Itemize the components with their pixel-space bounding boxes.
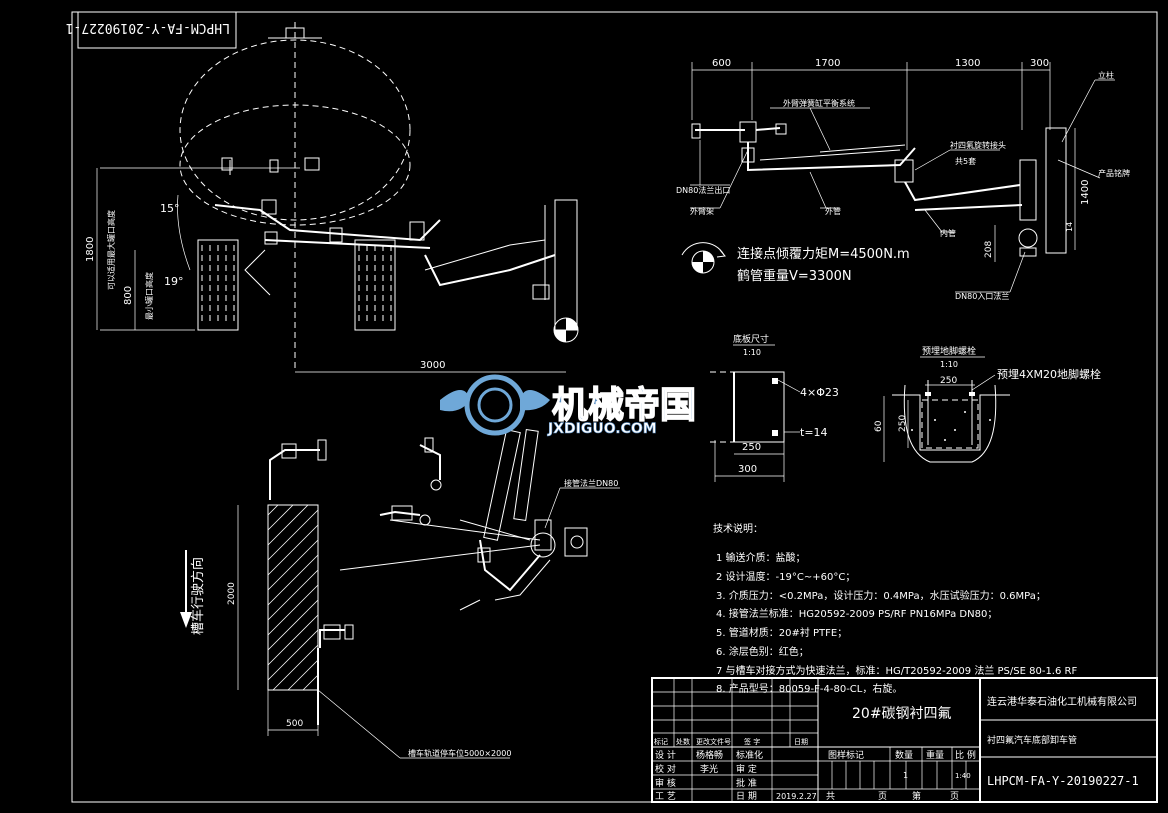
base-plate-view: 底板尺寸 1:10 4×Φ23 t=14 250 300 [710, 333, 839, 482]
anchor-bolt-view: 预埋地脚螺栓 1:10 250 预埋4XM20地脚螺栓 250 60 [874, 345, 1101, 463]
sheet-border [71, 11, 1158, 803]
product-name: 衬四氟汽车底部卸车管 [987, 734, 1077, 746]
base-dim-250: 250 [742, 442, 761, 453]
dim-1300: 1300 [955, 58, 980, 69]
base-dim-300: 300 [738, 464, 757, 475]
callout-nameplate: 产品铭牌 [1098, 168, 1130, 178]
anchor-dim-250b: 250 [898, 415, 908, 432]
row-review-label: 审 核 [655, 777, 676, 789]
anchor-title: 预埋地脚螺栓 [922, 345, 976, 357]
total-label: 共 [826, 791, 835, 802]
angle-15: 15° [160, 202, 180, 215]
support-stack-right [354, 239, 396, 331]
scale-value: 1:40 [955, 772, 971, 780]
sheet-label: 页 [878, 791, 887, 802]
dim-1700: 1700 [815, 58, 840, 69]
parking-plan-view: 2000 500 槽车行驶方向 [180, 429, 620, 759]
tech-title: 技术说明： [713, 522, 763, 535]
dim-2000: 2000 [227, 582, 237, 605]
weight-text: 鹤管重量V=3300N [737, 268, 852, 284]
angle-19: 19° [164, 275, 184, 288]
row-process-right: 日 期 [736, 791, 757, 802]
base-plate-scale: 1:10 [743, 348, 761, 357]
company-name: 连云港华泰石油化工机械有限公司 [987, 695, 1137, 708]
tech-item-2: 2 设计温度：-19°C~+60°C； [716, 570, 855, 583]
dim-600: 600 [712, 58, 731, 69]
rev-h3: 更改文件号 [696, 737, 731, 746]
tank-elevation-view: 15° 19° 1800 800 可以适用最大罐口高度 最小罐口高度 3000 [85, 22, 579, 373]
row-process-label: 工 艺 [655, 791, 676, 802]
label-max-height: 可以适用最大罐口高度 [106, 210, 116, 290]
drawing-number: LHPCM-FA-Y-20190227-1 [987, 774, 1139, 788]
row-design-right: 标准化 [736, 749, 763, 761]
row-check-label: 校 对 [655, 763, 676, 775]
qty-label: 数量 [895, 749, 913, 761]
dim-300: 300 [1030, 58, 1049, 69]
label-min-height: 最小罐口高度 [144, 272, 154, 320]
watermark-name: 机械帝国 [552, 385, 696, 426]
qty-value: 1 [903, 771, 908, 780]
anchor-dim-60: 60 [874, 420, 884, 432]
stage-label: 图样标记 [828, 749, 864, 761]
callout-flange-top: DN80法兰出口 [676, 185, 730, 195]
moment-text: 连接点倾覆力矩M=4500N.m [737, 246, 910, 262]
row-check-right: 审 定 [736, 763, 757, 775]
row-design-label: 设 计 [655, 749, 676, 761]
watermark-url: JXDIGUO.COM [547, 421, 657, 437]
title-date: 2019.2.27 [776, 792, 817, 801]
weight-label: 重量 [926, 749, 944, 761]
anchor-scale: 1:10 [940, 360, 958, 369]
dim-1800: 1800 [85, 237, 96, 262]
row-review-right: 批 准 [736, 777, 757, 789]
rev-h2: 处数 [676, 737, 690, 746]
tech-item-7: 7 与槽车对接方式为快速法兰，标准：HG/T20592-2009 法兰 PS/S… [716, 664, 1077, 677]
drawing-number-box [77, 11, 237, 49]
callout-outer-pipe: 外管 [825, 206, 841, 216]
of-label: 第 [912, 790, 921, 802]
callout-outer-arm: 外臂架 [690, 206, 714, 216]
tech-item-1: 1 输送介质：盐酸； [716, 551, 806, 564]
plate-note: 槽车轨道停车位5000×2000 [408, 748, 511, 758]
callout-swivel: 衬四氟旋转接头 [950, 140, 1006, 150]
anchor-dim-250a: 250 [940, 376, 957, 386]
dim-208: 208 [984, 241, 994, 258]
base-holes: 4×Φ23 [800, 386, 839, 399]
tech-item-4: 4. 接管法兰标准：HG20592-2009 PS/RF PN16MPa DN8… [716, 607, 997, 620]
scale-label: 比 例 [955, 749, 976, 761]
flange-label: 接管法兰DN80 [564, 478, 618, 488]
row-check-name: 李光 [700, 763, 718, 775]
callout-balance: 外臂弹簧缸平衡系统 [783, 98, 855, 108]
rev-h4: 签 字 [744, 737, 760, 746]
rev-h5: 日期 [794, 738, 808, 746]
callout-pillar: 立柱 [1098, 70, 1114, 80]
page-label: 页 [950, 791, 959, 802]
moment-block: 连接点倾覆力矩M=4500N.m 鹤管重量V=3300N [681, 242, 910, 284]
arm-plan-view: 600 1700 1300 300 1400 14 208 立柱 产品铭牌 外臂… [676, 58, 1130, 301]
callout-inner-pipe: 内管 [940, 228, 956, 238]
tech-item-8: 8. 产品型号：80059-F-4-80-CL，右旋。 [716, 682, 902, 695]
row-design-name: 杨格畅 [696, 749, 723, 761]
watermark-logo: 机械帝国 JXDIGUO.COM [440, 374, 697, 437]
tech-item-5: 5. 管道材质：20#衬 PTFE； [716, 626, 847, 639]
anchor-desc: 预埋4XM20地脚螺栓 [997, 367, 1101, 381]
callout-swivel-count: 共5套 [955, 156, 976, 166]
dim-3000: 3000 [420, 360, 445, 371]
dim-14: 14 [1065, 222, 1074, 232]
direction-label: 槽车行驶方向 [190, 557, 206, 635]
dim-500: 500 [286, 719, 303, 729]
drawing-number-rotated: LHPCM-FA-Y-20190227-1 [66, 20, 230, 35]
dim-1400: 1400 [1080, 180, 1091, 205]
support-stack-left [197, 239, 239, 331]
title-block: 标记 处数 更改文件号 签 字 日期 设 计 杨格畅 标准化 校 对 李光 审 … [651, 677, 1158, 803]
tech-item-3: 3. 介质压力：<0.2MPa，设计压力：0.4MPa，水压试验压力：0.6MP… [716, 589, 1046, 602]
tech-notes: 技术说明： 1 输送介质：盐酸； 2 设计温度：-19°C~+60°C； 3. … [713, 522, 1077, 695]
base-thickness: t=14 [800, 426, 828, 439]
rev-h1: 标记 [654, 737, 668, 746]
tech-item-6: 6. 涂层色别：红色； [716, 645, 809, 658]
dim-800: 800 [123, 286, 134, 305]
material-title: 20#碳钢衬四氟 [852, 706, 952, 722]
callout-inlet: DN80入口法兰 [955, 291, 1009, 301]
base-plate-title: 底板尺寸 [733, 333, 769, 345]
